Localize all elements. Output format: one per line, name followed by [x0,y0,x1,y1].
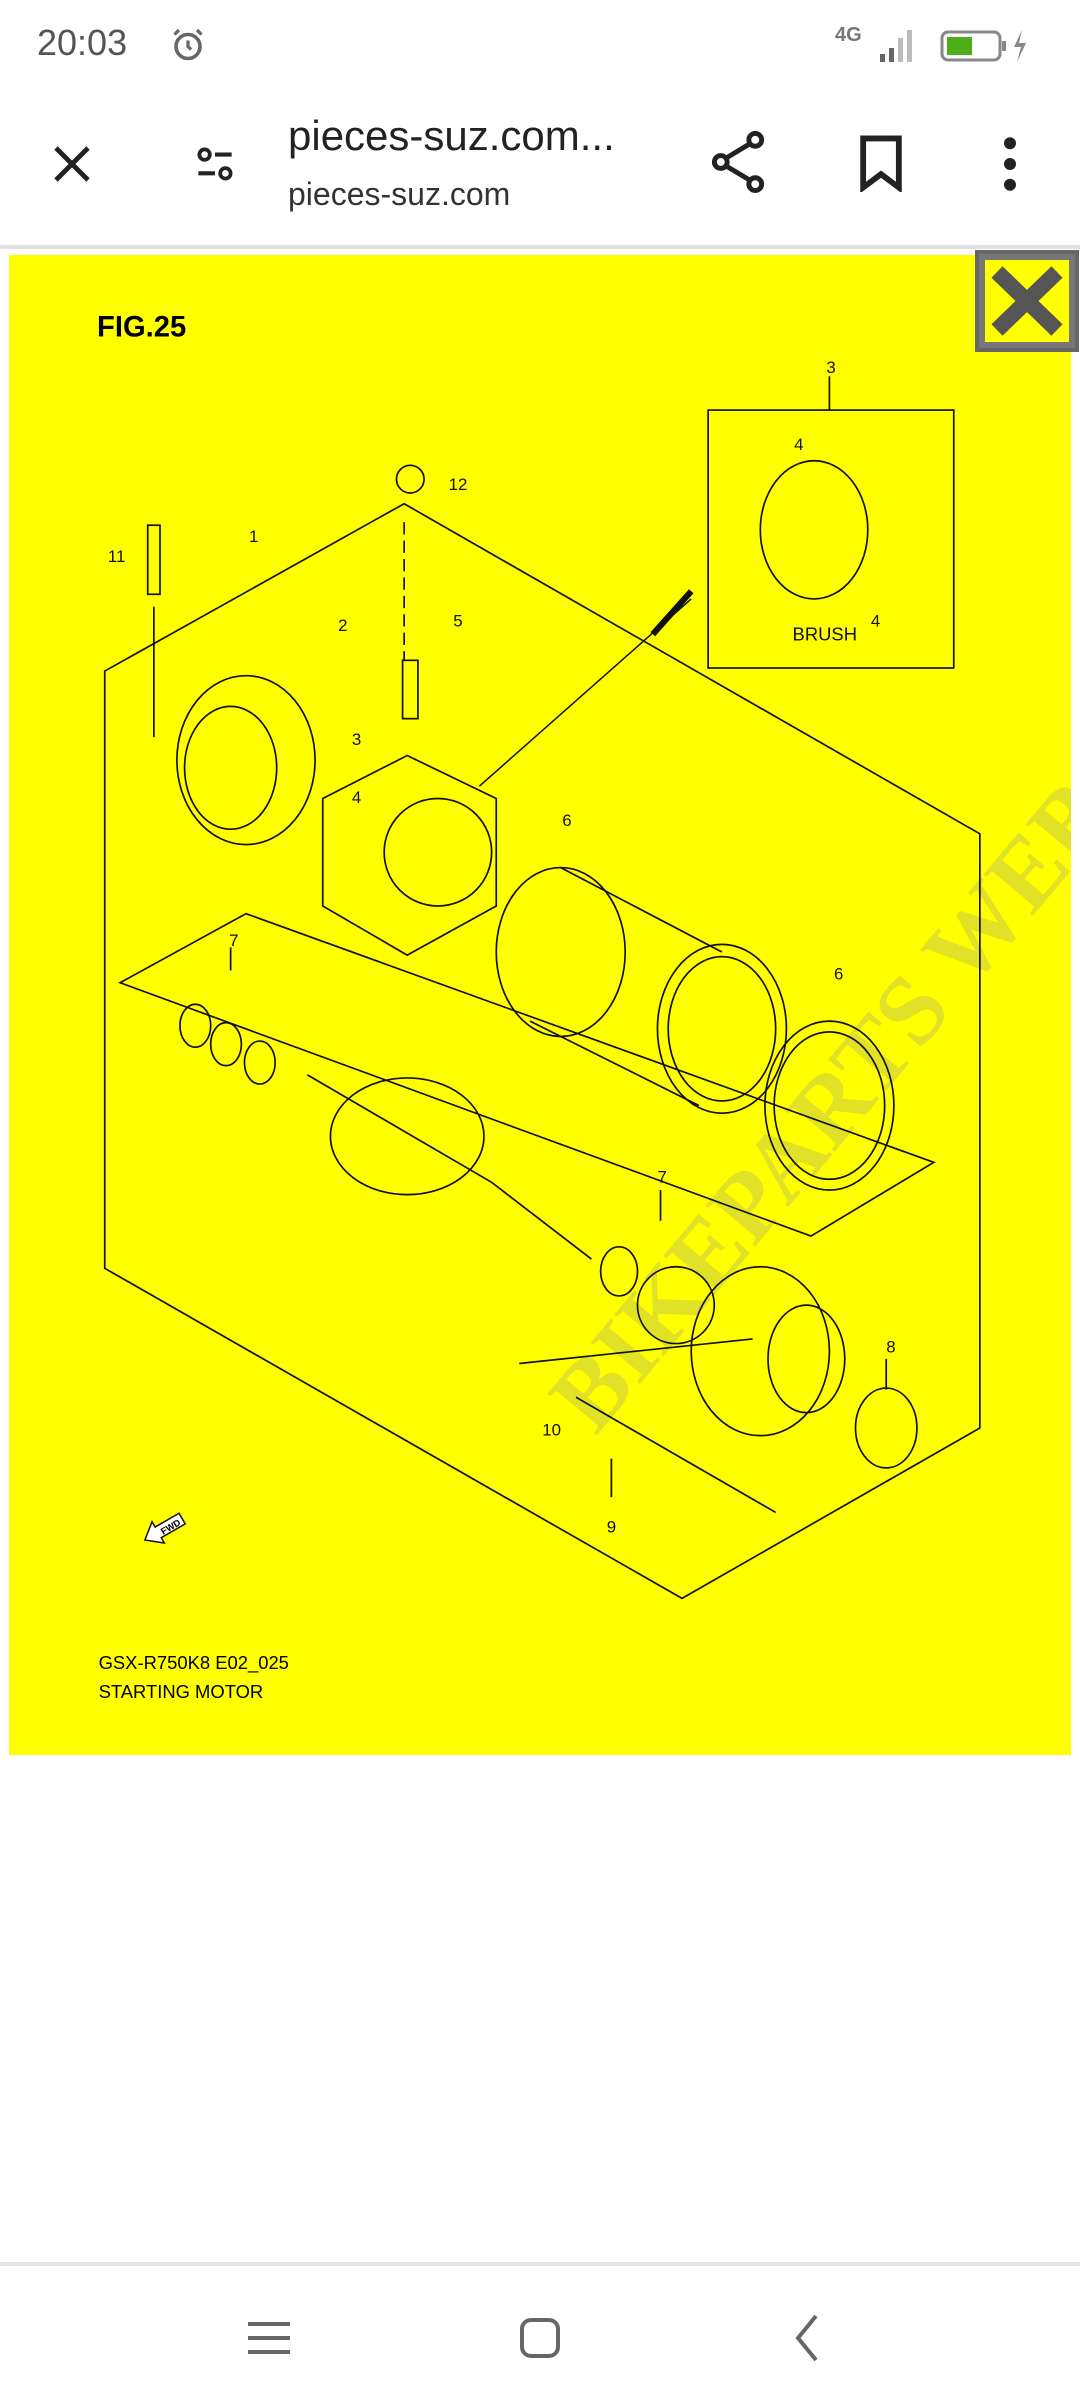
alarm-icon [173,28,203,61]
part-label: 9 [607,1517,616,1536]
part-label: 2 [338,616,347,635]
brush-label: BRUSH [793,623,857,644]
battery-charging-icon [940,30,1026,62]
model-code: GSX-R750K8 E02_025 [99,1652,289,1674]
back-icon[interactable] [792,2312,822,2364]
part-number-labels: 1 2 3 3 4 4 4 5 6 6 7 7 8 9 10 11 12 BRU… [108,358,896,1536]
part-label: 10 [542,1421,561,1440]
share-icon[interactable] [708,130,768,194]
home-icon[interactable] [518,2316,562,2360]
part-label: 8 [886,1338,895,1357]
part-label: 3 [352,730,361,749]
part-label: 7 [229,931,238,950]
close-tab-icon[interactable] [48,140,96,188]
recent-apps-icon[interactable] [246,2318,292,2358]
fwd-label: FWD [159,1517,182,1536]
parts-diagram-image[interactable]: FIG.25 BIKEPARTS WEB 1 2 3 3 4 4 4 5 6 6… [9,255,1080,1755]
part-label: 5 [453,612,462,631]
status-time: 20:03 [37,22,128,63]
diagram-caption: STARTING MOTOR [99,1681,264,1702]
close-image-button[interactable] [975,250,1079,352]
bookmark-icon[interactable] [858,134,904,192]
part-label: 3 [826,358,835,377]
part-label: 6 [834,965,843,984]
page-title: pieces-suz.com... [288,112,615,159]
nav-divider [0,2262,1080,2266]
network-type: 4G [835,24,862,46]
fwd-arrow: FWD [143,1512,187,1545]
part-label: 6 [562,811,571,830]
part-label: 7 [657,1167,666,1186]
signal-icon [880,30,912,62]
part-label: 11 [108,547,126,566]
part-label: 1 [249,527,258,546]
parts-diagram: FIG.25 BIKEPARTS WEB 1 2 3 3 4 4 4 5 6 6… [97,311,1080,1702]
more-options-icon[interactable] [996,134,1024,194]
part-label: 4 [871,612,880,631]
figure-label: FIG.25 [97,311,186,343]
page-info-icon[interactable] [190,140,240,190]
part-label: 4 [794,435,803,454]
watermark: BIKEPARTS WEB [529,761,1071,1451]
toolbar-divider [0,245,1080,249]
part-label: 12 [449,475,468,494]
page-domain: pieces-suz.com [288,176,511,212]
part-label: 4 [352,788,361,807]
close-x-icon [985,260,1069,342]
